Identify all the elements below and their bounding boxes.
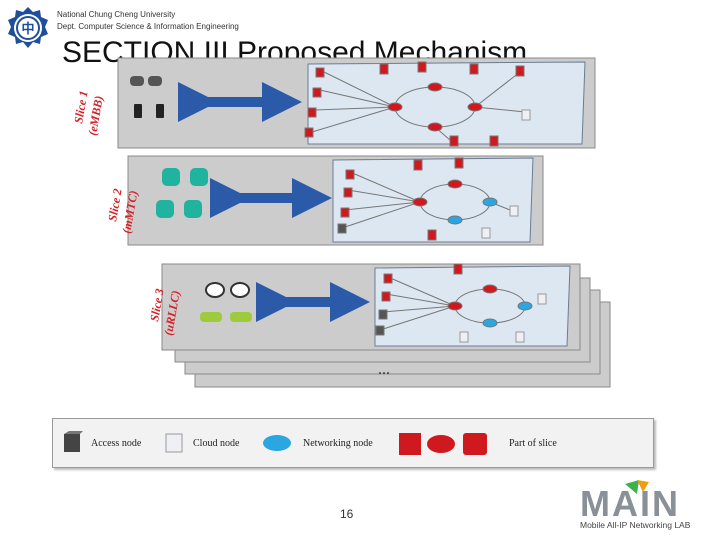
slice-1-network-graph: [304, 61, 531, 147]
header-text: National Chung Cheng University Dept. Co…: [57, 9, 239, 33]
slice-2-network-graph: [337, 157, 519, 241]
legend-cloud-node: Cloud node: [193, 438, 240, 449]
slice-3-label: Slice 3: [147, 288, 167, 323]
page-number: 16: [340, 507, 354, 521]
slice-2-label: Slice 2: [105, 188, 125, 223]
legend: Access node Cloud node Networking node P…: [52, 418, 654, 468]
university-name: National Chung Cheng University: [57, 10, 176, 19]
slice-3-panel: [161, 263, 611, 388]
slice-1-label: Slice 1: [71, 90, 91, 125]
legend-networking-node: Networking node: [303, 438, 373, 449]
lab-logo-text: MAIN: [580, 483, 680, 524]
slice-1-panel: [117, 57, 596, 149]
legend-part-of-slice: Part of slice: [509, 438, 557, 449]
slice-3-urllc-devices: [200, 282, 252, 322]
lab-name: Mobile All-IP Networking LAB: [580, 520, 691, 530]
slice-1-user-devices: [130, 76, 164, 118]
network-slicing-diagram: Slice 1 (eMBB) Slice 2 (mMTC) Slice 3 (u…: [71, 57, 611, 388]
access-node-icon: [64, 431, 83, 452]
university-logo: 中: [8, 7, 48, 48]
svg-text:中: 中: [21, 21, 34, 36]
slice-2-panel: [127, 155, 544, 246]
more-slices-ellipsis: ...: [378, 361, 390, 378]
slice-1-sub: (eMBB): [85, 95, 106, 137]
part-of-slice-icon: [399, 433, 487, 455]
networking-node-icon: [263, 435, 291, 451]
slice-3-network-graph: [375, 263, 547, 343]
department-name: Dept. Computer Science & Information Eng…: [57, 22, 239, 31]
main-lab-logo: MAIN: [580, 480, 680, 524]
slice-2-iot-devices: [156, 168, 208, 218]
cloud-node-icon: [165, 433, 183, 453]
legend-access-node: Access node: [91, 438, 142, 449]
